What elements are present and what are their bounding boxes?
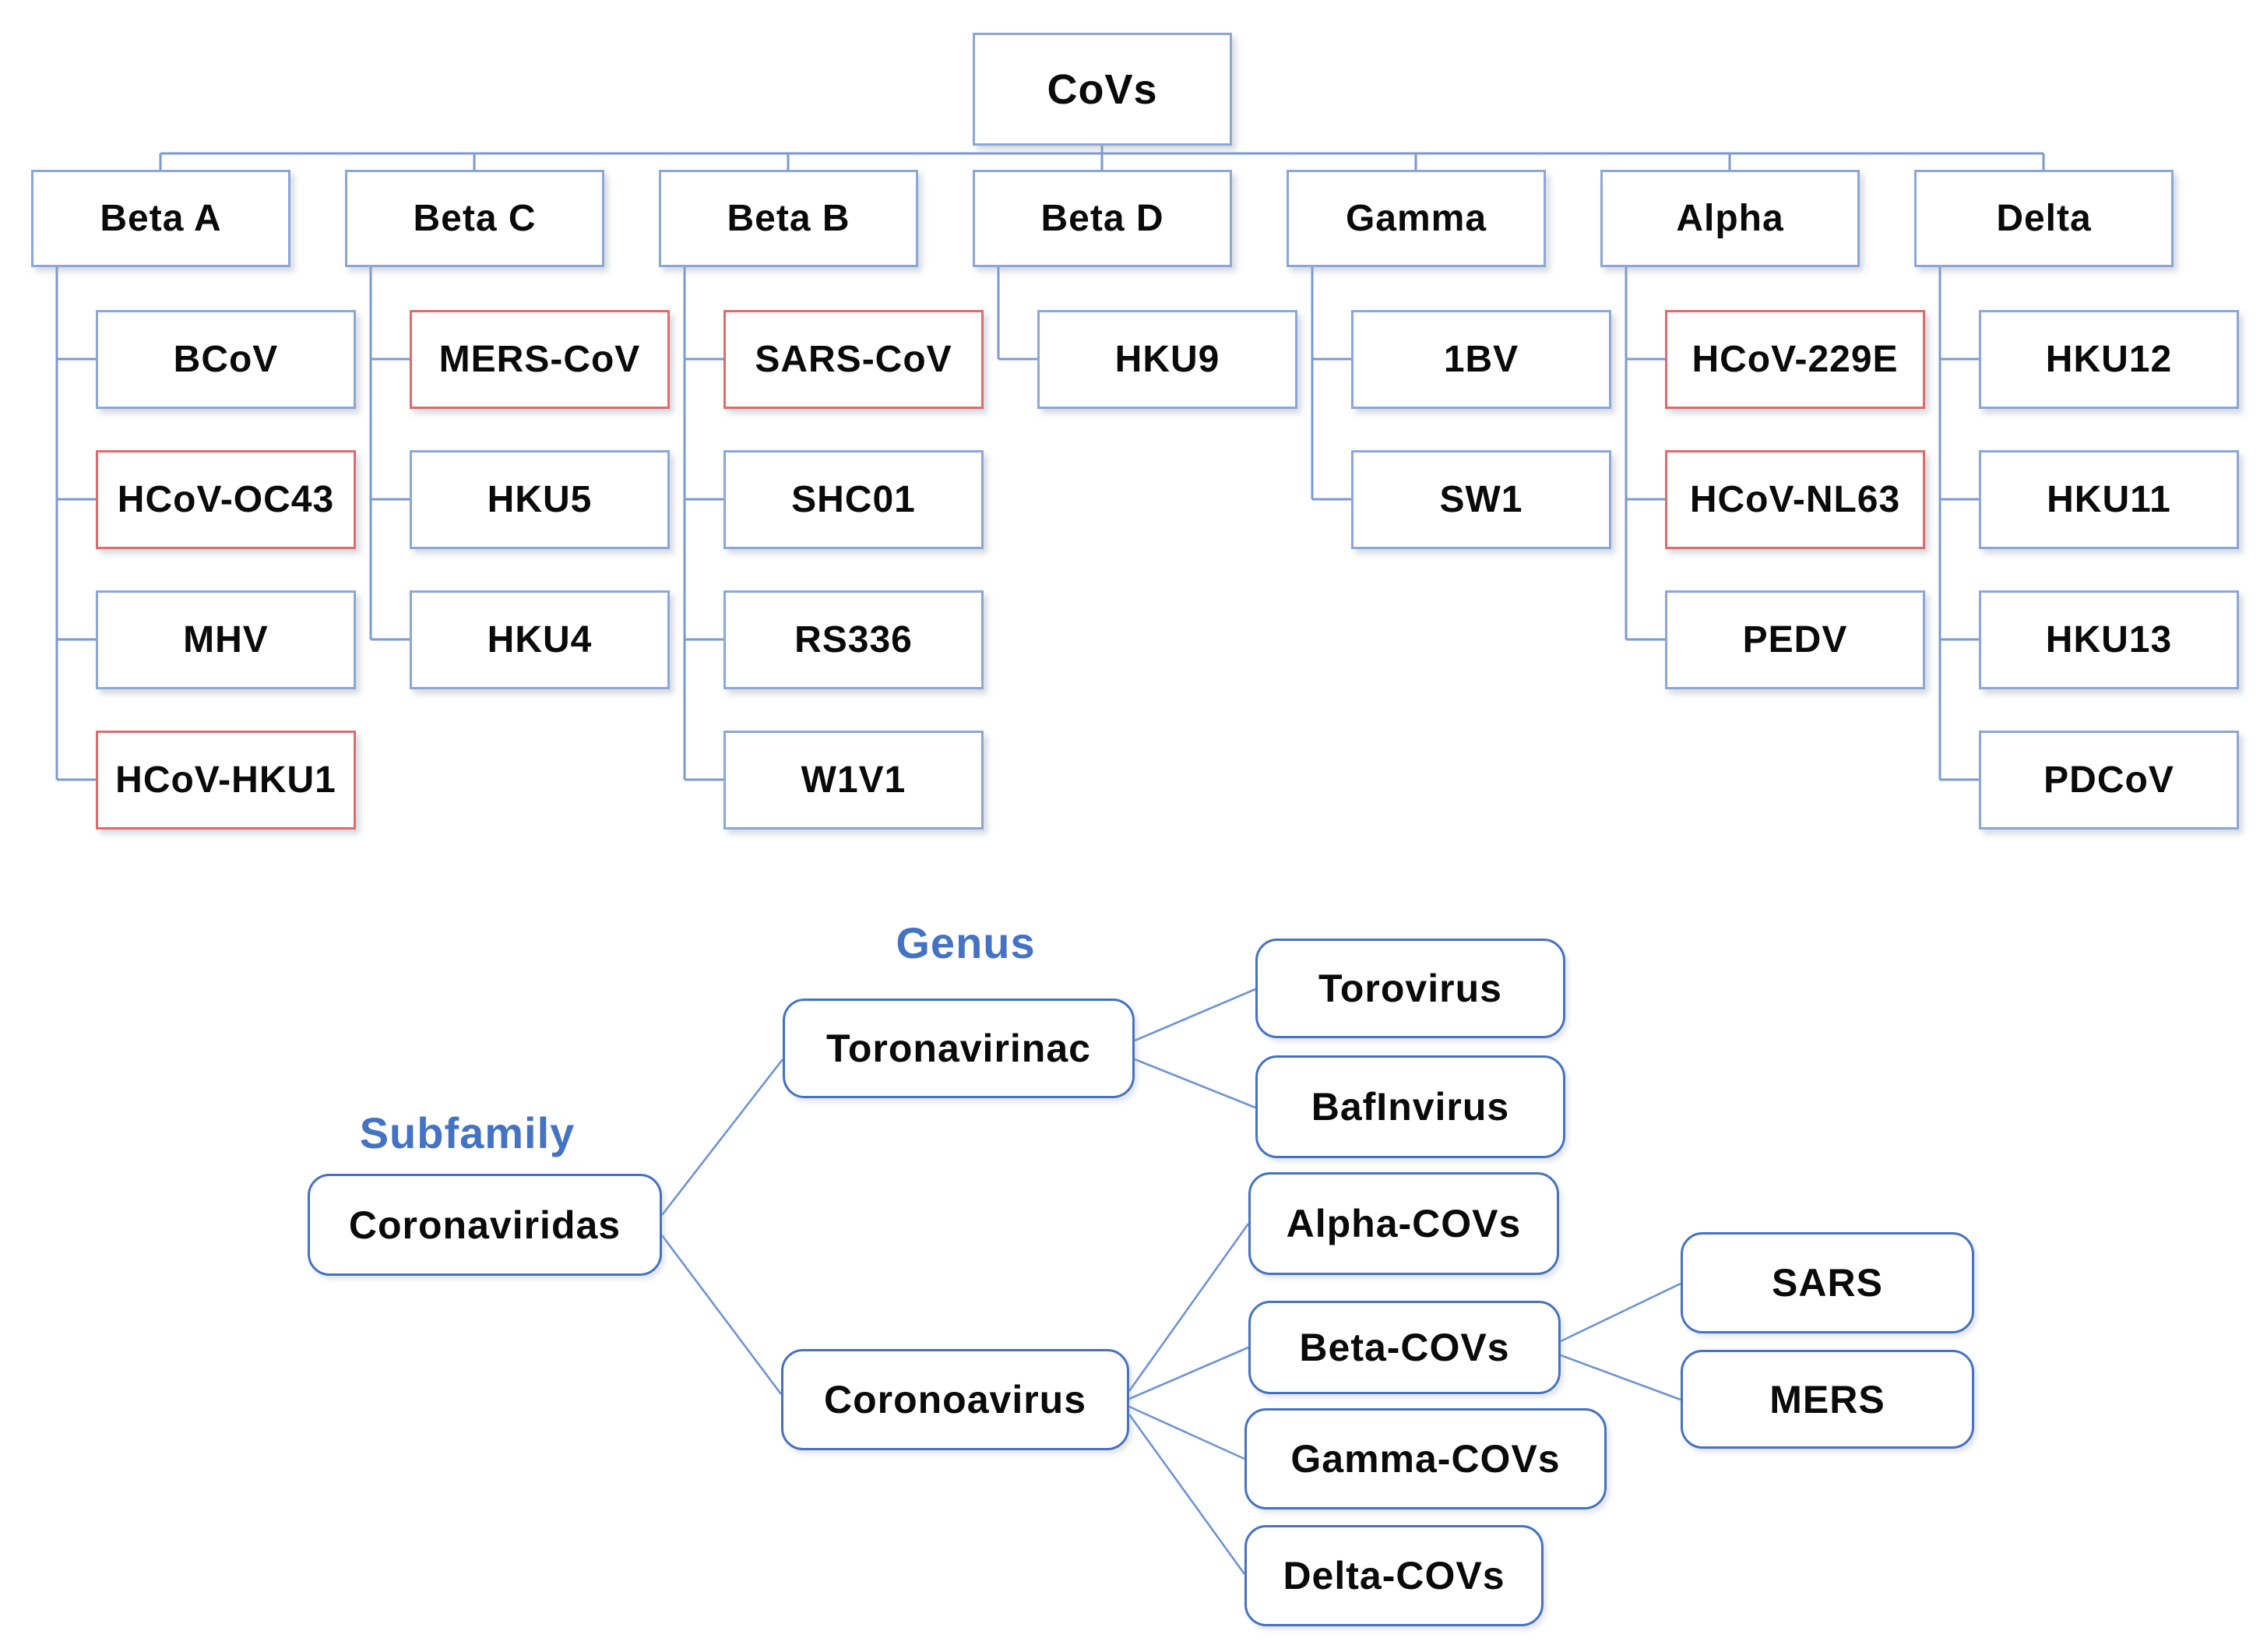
node-mers: MERS [1681, 1350, 1974, 1449]
node-beta-a: Beta A [31, 170, 290, 267]
node-sw1: SW1 [1351, 450, 1611, 549]
node-hcov-hku1: HCoV-HKU1 [96, 731, 356, 830]
node-torovirus: Torovirus [1255, 939, 1565, 1038]
node-gamma: Gamma [1287, 170, 1546, 267]
node-w1v1: W1V1 [723, 731, 984, 830]
node-coronaviridas: Coronaviridas [308, 1174, 662, 1276]
node-sars-cov: SARS-CoV [723, 310, 984, 409]
node-hcov-nl63: HCoV-NL63 [1665, 450, 1925, 549]
node-sars: SARS [1681, 1232, 1974, 1333]
node-1bv: 1BV [1351, 310, 1611, 409]
node-pedv: PEDV [1665, 590, 1925, 689]
node-mhv: MHV [96, 590, 356, 689]
node-hku12: HKU12 [1979, 310, 2239, 409]
node-pdcov: PDCoV [1979, 731, 2239, 830]
node-hku9: HKU9 [1037, 310, 1297, 409]
node-delta-covs: Delta-COVs [1244, 1525, 1544, 1626]
subfamily-heading: Subfamily [359, 1108, 576, 1157]
node-hku11: HKU11 [1979, 450, 2239, 549]
node-covs-root: CoVs [973, 33, 1232, 146]
node-hku4: HKU4 [410, 590, 670, 689]
node-alpha: Alpha [1600, 170, 1860, 267]
node-bafinvirus: BafInvirus [1255, 1055, 1565, 1158]
node-hku13: HKU13 [1979, 590, 2239, 689]
node-rs336: RS336 [723, 590, 984, 689]
node-coronoavirus: Coronoavirus [781, 1349, 1129, 1450]
node-hcov-oc43: HCoV-OC43 [96, 450, 356, 549]
genus-heading: Genus [896, 918, 1036, 967]
node-hcov-229e: HCoV-229E [1665, 310, 1925, 409]
node-delta: Delta [1914, 170, 2174, 267]
node-gamma-covs: Gamma-COVs [1244, 1408, 1607, 1509]
node-shc01: SHC01 [723, 450, 984, 549]
node-toronavirinac: Toronavirinac [783, 999, 1135, 1098]
node-beta-c: Beta C [345, 170, 604, 267]
node-hku5: HKU5 [410, 450, 670, 549]
node-beta-b: Beta B [659, 170, 918, 267]
node-bcov: BCoV [96, 310, 356, 409]
node-alpha-covs: Alpha-COVs [1248, 1172, 1559, 1275]
node-mers-cov: MERS-CoV [410, 310, 670, 409]
node-beta-covs: Beta-COVs [1248, 1301, 1561, 1394]
node-beta-d: Beta D [973, 170, 1232, 267]
